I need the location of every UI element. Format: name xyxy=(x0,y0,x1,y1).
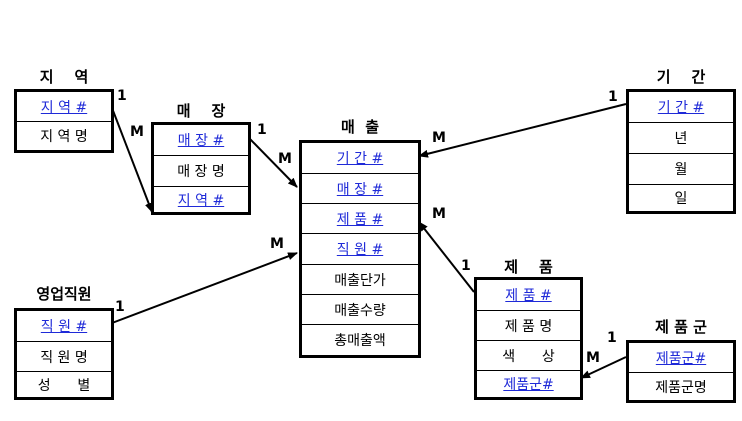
attr-jiyeok-name: 지 역 명 xyxy=(40,129,88,145)
card-gigan-maechul-many: M xyxy=(432,130,446,146)
attr-jepum-name: 제 품 명 xyxy=(477,311,580,341)
attr-maechul-product-key: 제 품 # xyxy=(302,204,418,234)
line-gigan-maechul xyxy=(418,103,627,158)
attr-maechul-store-key: 매 장 # xyxy=(302,174,418,204)
card-yeongeop-maechul-many: M xyxy=(270,236,284,252)
card-gigan-maechul-one: 1 xyxy=(608,89,618,105)
card-maejang-maechul-one: 1 xyxy=(257,122,267,138)
attr-maechul-total: 총매출액 xyxy=(334,333,386,349)
line-jepumgun-jepum xyxy=(580,356,627,379)
line-jiyeok-maejang xyxy=(111,107,153,213)
attr-jepum-key: 제 품 # xyxy=(477,280,580,311)
attr-jepumgun-name: 제품군명 xyxy=(655,379,707,396)
attr-maejang-region-key: 지 역 # xyxy=(177,192,225,209)
attr-yeongeop-name: 직 원 명 xyxy=(17,342,111,372)
entity-title-jiyeok: 지 역 xyxy=(39,68,89,86)
card-jiyeok-maejang-one: 1 xyxy=(117,88,127,104)
card-jepum-maechul-many: M xyxy=(432,206,446,222)
card-maejang-maechul-many: M xyxy=(278,151,292,167)
entity-jepum: 제 품 # 제 품 명 색 상 제품군# xyxy=(474,277,583,400)
entity-title-maechul: 매 출 xyxy=(340,118,380,136)
entity-title-gigan: 기 간 xyxy=(656,68,706,86)
card-jepum-maechul-one: 1 xyxy=(461,258,471,274)
attr-jepum-group-key: 제품군# xyxy=(503,377,554,393)
attr-gigan-day: 일 xyxy=(674,191,688,207)
entity-yeongeop: 직 원 # 직 원 명 성 별 xyxy=(14,308,114,400)
entity-title-jepumgun: 제 품 군 xyxy=(655,318,707,336)
attr-yeongeop-gender: 성 별 xyxy=(37,377,91,394)
card-yeongeop-maechul-one: 1 xyxy=(115,299,125,315)
card-jiyeok-maejang-many: M xyxy=(130,124,144,140)
attr-maechul-period-key: 기 간 # xyxy=(302,143,418,174)
attr-gigan-key: 기 간 # xyxy=(629,92,733,123)
entity-jepumgun: 제품군# 제품군명 xyxy=(626,340,736,403)
attr-maechul-quantity: 매출수량 xyxy=(302,295,418,325)
entity-title-maejang: 매 장 xyxy=(176,102,226,120)
attr-maechul-employee-key: 직 원 # xyxy=(302,234,418,265)
entity-gigan: 기 간 # 년 월 일 xyxy=(626,89,736,214)
card-jepumgun-jepum-one: 1 xyxy=(607,330,617,346)
attr-gigan-month: 월 xyxy=(629,154,733,185)
attr-maejang-key: 매 장 # xyxy=(154,125,248,156)
card-jepumgun-jepum-many: M xyxy=(586,350,600,366)
line-yeongeop-maechul xyxy=(111,252,298,324)
attr-jiyeok-key: 지 역 # xyxy=(17,92,111,122)
entity-maechul: 기 간 # 매 장 # 제 품 # 직 원 # 매출단가 매출수량 총매출액 xyxy=(299,140,421,358)
attr-gigan-year: 년 xyxy=(629,123,733,154)
entity-jiyeok: 지 역 # 지 역 명 xyxy=(14,89,114,153)
attr-jepum-color: 색 상 xyxy=(477,341,580,371)
line-maejang-maechul xyxy=(248,137,298,188)
attr-yeongeop-key: 직 원 # xyxy=(17,311,111,342)
line-jepum-maechul xyxy=(418,221,475,293)
entity-title-yeongeop: 영업직원 xyxy=(36,285,92,303)
attr-maejang-name: 매 장 명 xyxy=(154,156,248,187)
attr-maechul-unit-price: 매출단가 xyxy=(302,265,418,295)
entity-title-jepum: 제 품 xyxy=(504,258,553,276)
attr-jepumgun-key: 제품군# xyxy=(629,343,733,373)
entity-maejang: 매 장 # 매 장 명 지 역 # xyxy=(151,122,251,215)
